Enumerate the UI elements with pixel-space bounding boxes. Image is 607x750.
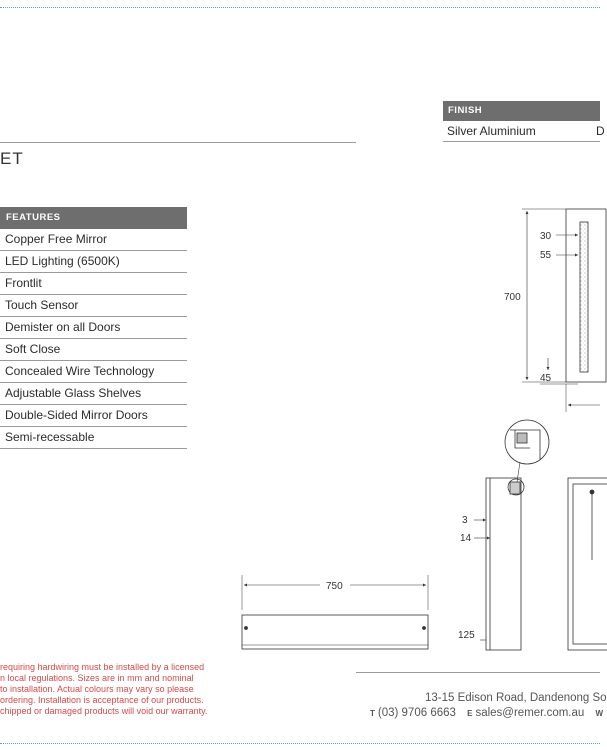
disclaimer-line: ordering. Installation is acceptance of … [0, 695, 204, 705]
finish-header: FINISH [443, 101, 600, 121]
dim-3: 3 [462, 515, 468, 526]
dim-125: 125 [458, 630, 475, 641]
dim-14: 14 [460, 533, 472, 544]
disclaimer-line: requiring hardwiring must be installed b… [0, 662, 205, 672]
front-view-drawing [567, 477, 607, 651]
email-label: E [467, 709, 473, 718]
feature-item: LED Lighting (6500K) [0, 251, 187, 273]
email-address[interactable]: sales@remer.com.au [475, 707, 585, 719]
side-section-drawing [474, 477, 522, 651]
product-title: ET [0, 149, 24, 168]
feature-item: Adjustable Glass Shelves [0, 383, 187, 405]
phone-label: T [370, 709, 375, 718]
feature-item: Copper Free Mirror [0, 229, 187, 251]
top-view-drawing [241, 575, 429, 650]
dim-30: 30 [540, 231, 552, 242]
phone-number[interactable]: (03) 9706 6663 [377, 707, 456, 719]
dim-55: 55 [540, 250, 552, 261]
feature-item: Touch Sensor [0, 295, 187, 317]
dim-750: 750 [326, 581, 343, 592]
disclaimer-line: n local regulations. Sizes are in mm and… [0, 673, 194, 683]
feature-item: Semi-recessable [0, 427, 187, 449]
finish-row: Silver Aluminium D [443, 121, 605, 142]
side-profile-drawing [522, 208, 607, 412]
feature-item: Double-Sided Mirror Doors [0, 405, 187, 427]
title-rule [0, 142, 356, 143]
disclaimer-line: to installation. Actual colours may vary… [0, 684, 194, 694]
feature-item: Frontlit [0, 273, 187, 295]
top-dotted-border [0, 7, 600, 8]
features-header: FEATURES [0, 207, 187, 229]
dim-700: 700 [504, 292, 521, 303]
footer-address: 13-15 Edison Road, Dandenong So [425, 692, 607, 704]
bottom-dotted-border [0, 743, 600, 744]
feature-item: Concealed Wire Technology [0, 361, 187, 383]
feature-item: Demister on all Doors [0, 317, 187, 339]
finish-value: Silver Aluminium [447, 124, 536, 138]
disclaimer: requiring hardwiring must be installed b… [0, 662, 208, 717]
feature-item: Soft Close [0, 339, 187, 361]
disclaimer-line: chipped or damaged products will void ou… [0, 706, 208, 716]
detail-callout [504, 419, 550, 496]
features-list: Copper Free Mirror LED Lighting (6500K) … [0, 229, 187, 449]
footer-rule [356, 672, 600, 673]
dim-45: 45 [540, 373, 552, 384]
web-label: W [595, 709, 604, 718]
finish-cut-text: D [596, 124, 605, 138]
